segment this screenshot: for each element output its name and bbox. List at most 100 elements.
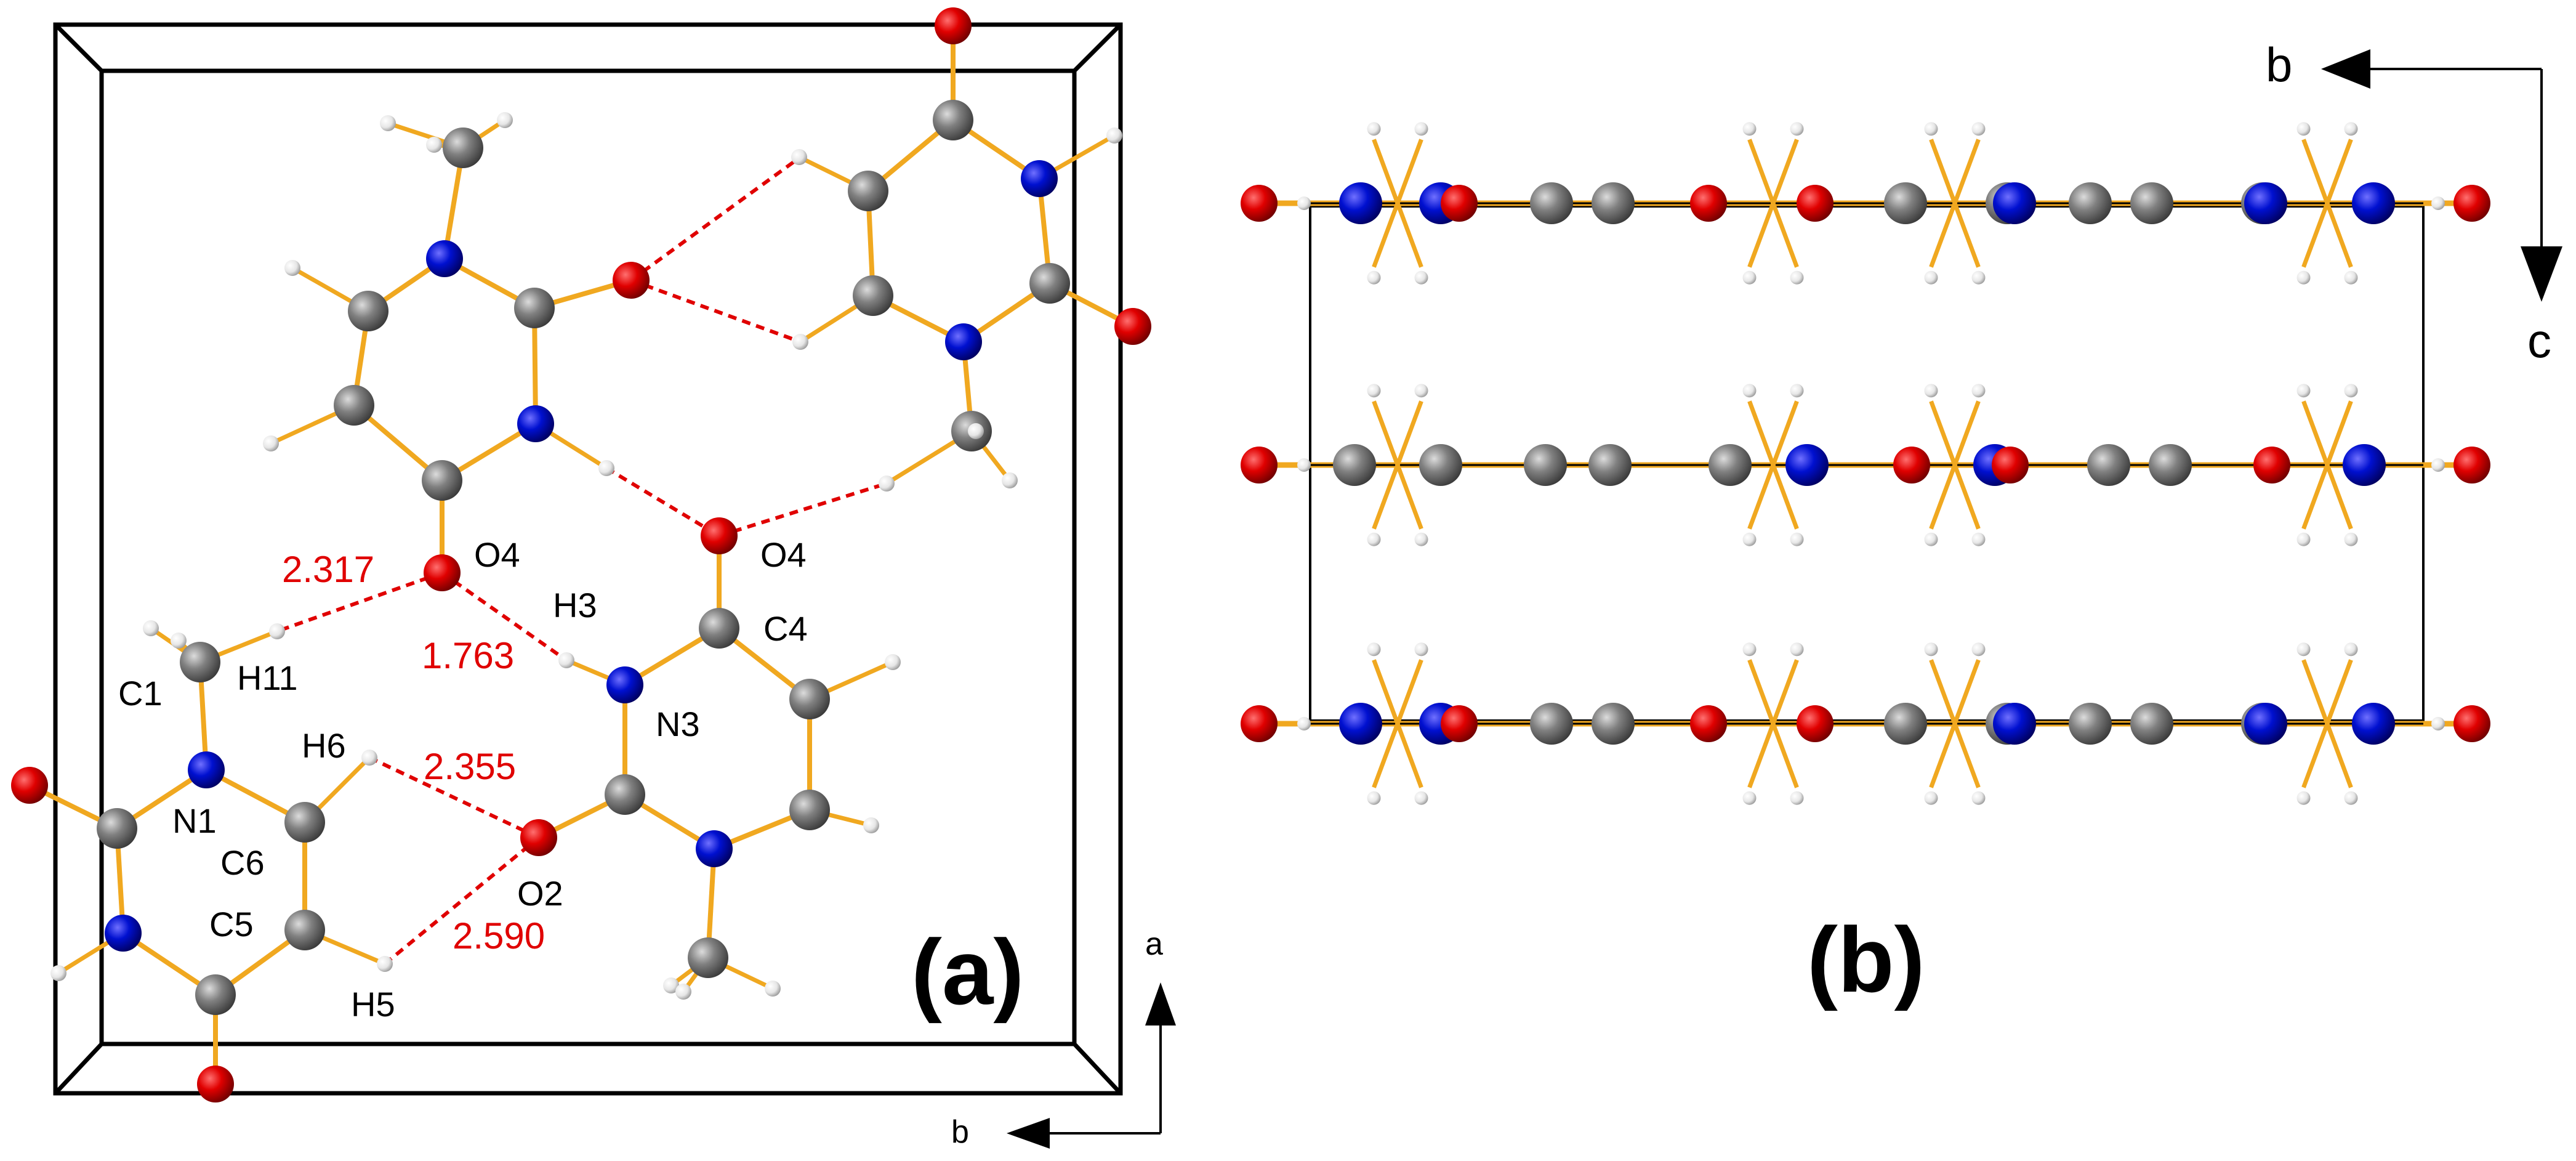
hydrogen-atom [1742,270,1757,285]
hydrogen-atom [1971,270,1986,285]
oxygen-atom [1797,185,1833,222]
carbon-atom [1029,263,1070,304]
hydrogen-atom [2296,270,2311,285]
carbon-atom [180,642,220,682]
label-C5: C5 [209,905,254,944]
carbon-atom [2149,444,2192,486]
hydrogen-atom [1790,122,1804,136]
panel-b-label: (b) [1807,908,1925,1011]
carbon-atom [514,288,555,328]
label-O2: O2 [517,874,563,913]
carbon-atom [789,679,830,719]
oxygen-atom [613,262,650,299]
hydrogen-atom [968,423,984,439]
bond-line [2325,400,2353,466]
hydrogen-atom [765,981,781,997]
hydrogen-atom [1367,122,1381,136]
carbon-atom [2130,182,2173,224]
carbon-atom [2087,444,2130,486]
label-H3: H3 [553,586,597,625]
carbon-atom [97,808,137,849]
hydrogen-bond-line [605,466,720,538]
bond-line [1952,202,1981,268]
bond-line [1929,464,1957,530]
nitrogen-atom [1021,160,1058,197]
hydrogen-atom [885,654,901,670]
hydrogen-atom [497,112,513,128]
label-H5: H5 [351,985,395,1024]
hydrogen-atom [50,965,66,981]
hydrogen-atom [2344,642,2358,657]
hydrogen-atom [558,652,574,668]
hydrogen-atom [269,623,285,639]
bond-line [1929,202,1957,268]
hydrogen-atom [263,435,279,451]
bond-line [1929,400,1957,466]
distance-2590: 2.590 [453,915,545,957]
bond-line [1771,139,1799,204]
hydrogen-atom [1367,642,1381,657]
label-N1: N1 [172,801,217,840]
nitrogen-atom [1993,182,2036,224]
bond-line [1372,464,1400,530]
bond-line [2301,722,2330,788]
nitrogen-atom [517,405,554,442]
hydrogen-atom [2296,532,2311,546]
hydrogen-atom [1414,791,1428,805]
bond-line [1747,464,1776,530]
oxygen-atom [1241,705,1278,742]
bond-line [1747,659,1776,725]
hydrogen-atom [426,137,442,153]
bond-line [1372,139,1400,204]
carbon-atom [1524,444,1567,486]
nitrogen-atom [1339,703,1382,745]
hydrogen-atom [663,977,679,993]
bond-line [1747,202,1776,268]
bond-line [1771,464,1799,530]
hydrogen-atom [879,475,895,492]
label-C6: C6 [220,843,265,882]
hydrogen-atom [675,984,691,1000]
hydrogen-atom [2431,196,2445,210]
hydrogen-atom [1742,642,1757,657]
bond-line [2325,722,2353,788]
hydrogen-atom [1742,384,1757,398]
oxygen-atom [1241,185,1278,222]
axis-label-a: a [1145,926,1163,962]
bond-line [2301,659,2330,725]
hydrogen-bond-line [718,482,887,538]
bond-line [1395,659,1423,725]
oxygen-atom [1992,447,2029,483]
axis-label-b-a: b [951,1114,969,1150]
bond-line [1952,722,1981,788]
hydrogen-atom [1414,532,1428,546]
carbon-atom [605,774,645,815]
hydrogen-atom [361,750,377,766]
panel-b: (b) b c [1241,38,2562,1011]
hydrogen-atom [2431,458,2445,472]
molecular-layer [1241,642,2490,805]
oxygen-atom [1114,308,1151,345]
oxygen-atom [2453,447,2490,483]
bond-line [1747,400,1776,466]
bond-line [1771,722,1799,788]
carbon-atom [284,910,325,950]
nitrogen-atom [1993,703,2036,745]
carbon-atom [688,937,728,978]
hydrogen-bond-line [441,571,568,662]
bond-line [1372,202,1400,268]
oxygen-atom [935,7,972,44]
label-C1: C1 [118,674,163,713]
hydrogen-atom [1924,791,1938,805]
bond-line [2325,139,2353,204]
bond-line [1952,400,1981,466]
bond-line [2301,400,2330,466]
bond-line [1952,659,1981,725]
hydrogen-atom [2296,791,2311,805]
hydrogen-atom [1367,270,1381,285]
hydrogen-atom [598,460,614,476]
panel-a-label: (a) [911,920,1024,1024]
oxygen-atom [1797,705,1833,742]
oxygen-atom [1441,705,1478,742]
label-O4-left: O4 [474,535,520,574]
